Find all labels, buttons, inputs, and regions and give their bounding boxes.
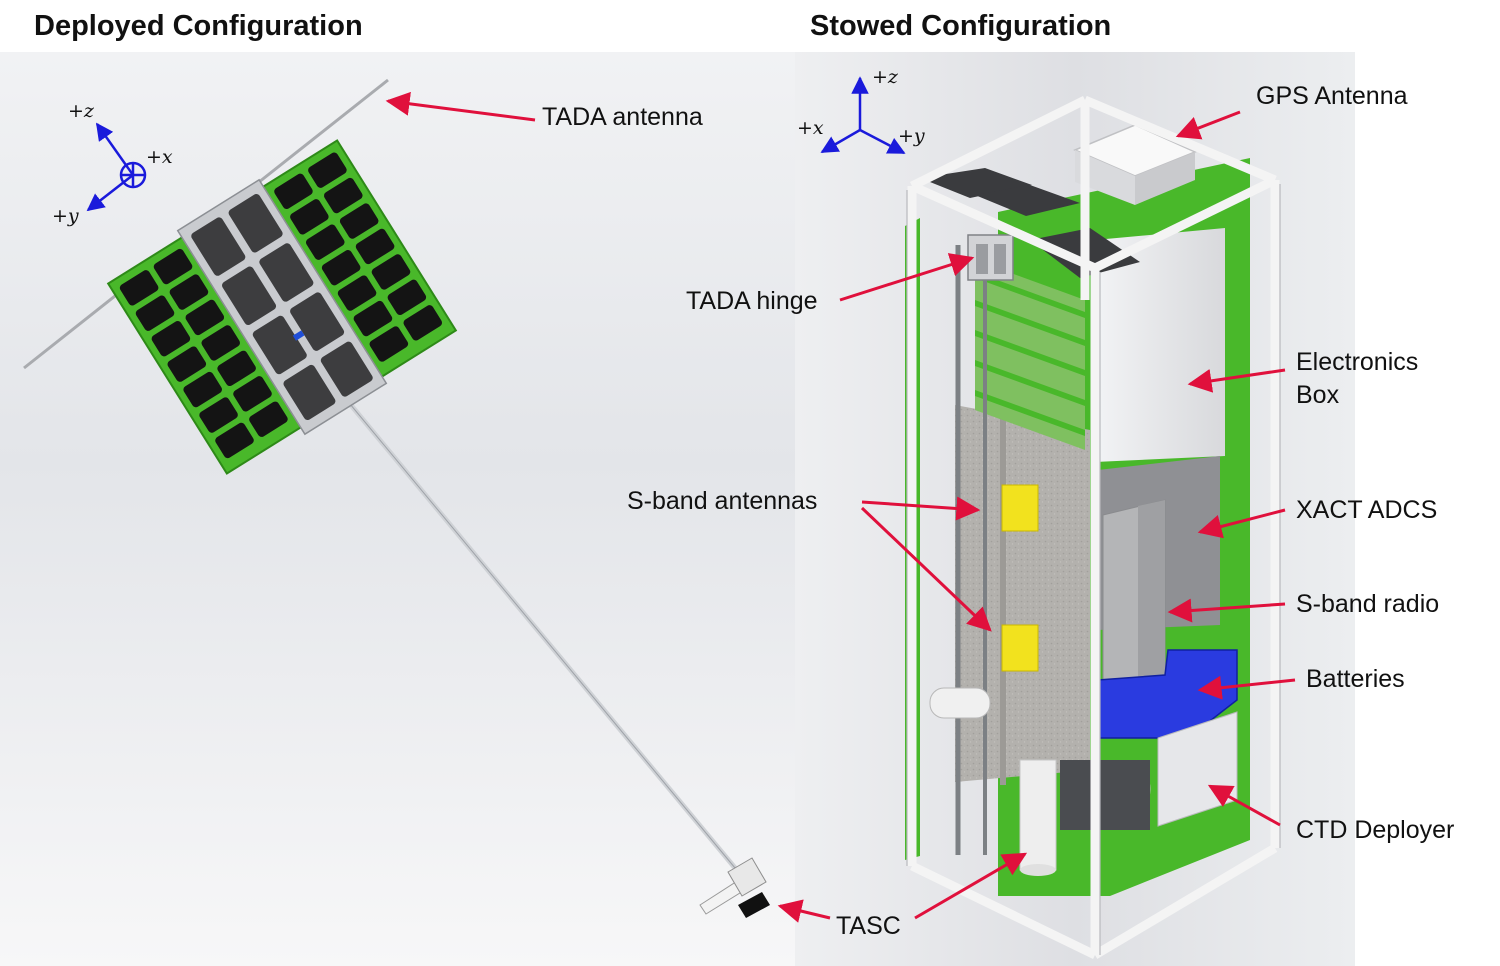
stowed-axis-y: +y [898, 125, 925, 147]
y-axis-arrow [86, 174, 134, 212]
solar-cells-left [119, 248, 288, 459]
label-electronics-box-line1: Electronics [1296, 348, 1418, 376]
tada-hinge [967, 234, 1014, 281]
s-band-antenna-patch-upper [1001, 484, 1039, 532]
deployed-satellite [23, 78, 770, 918]
solar-cells-right [274, 152, 443, 362]
electronics-box [1095, 228, 1225, 462]
deployed-axes: +z +x +y [52, 100, 173, 227]
avionics-card-stack [975, 260, 1085, 450]
label-electronics-box-line2: Box [1296, 381, 1340, 409]
structure-frame [907, 95, 1280, 960]
arrow-batteries [1197, 675, 1296, 700]
stowed-satellite [905, 95, 1281, 960]
arrow-s-band-radio [1167, 598, 1286, 623]
arrow-gps-antenna [1175, 110, 1241, 140]
label-s-band-antennas: S-band antennas [627, 487, 817, 515]
arrow-electronics-box [1187, 368, 1286, 393]
arrow-tada-antenna [385, 91, 536, 122]
label-tasc: TASC [836, 912, 901, 940]
s-band-antenna-patch-lower [1001, 624, 1039, 672]
arrow-s-band-antenna-upper [861, 496, 981, 521]
label-xact-adcs: XACT ADCS [1296, 496, 1437, 524]
tasc-post [1019, 759, 1057, 871]
z-axis-arrow [95, 122, 135, 176]
deployed-background [0, 52, 795, 966]
arrow-s-band-antenna-lower [860, 506, 992, 632]
stowed-axis-x: +x [797, 117, 824, 139]
deployed-axis-x: +x [146, 146, 173, 168]
deployed-axis-z: +z [68, 100, 95, 122]
arrow-tada-hinge [839, 253, 975, 302]
battery-tray [1097, 649, 1238, 739]
label-tada-hinge: TADA hinge [686, 287, 818, 315]
arrow-xact-adcs [1197, 508, 1286, 539]
label-tada-antenna: TADA antenna [542, 103, 703, 131]
label-ctd-deployer: CTD Deployer [1296, 816, 1454, 844]
stowed-heading: Stowed Configuration [810, 10, 1112, 42]
arrow-tasc-stowed [914, 852, 1028, 920]
arrow-ctd-deployer [1207, 784, 1281, 827]
solar-array [106, 139, 458, 475]
label-batteries: Batteries [1306, 665, 1405, 693]
stowed-axes: +z +x +y [797, 66, 925, 155]
x-axis-arrow [820, 128, 861, 154]
tasc-end-mass [699, 857, 770, 918]
label-s-band-radio: S-band radio [1296, 590, 1439, 618]
deployed-axis-y: +y [52, 205, 79, 227]
callout-arrows [385, 91, 1296, 923]
stowed-axis-z: +z [872, 66, 899, 88]
deployed-heading: Deployed Configuration [34, 10, 363, 42]
label-gps-antenna: GPS Antenna [1256, 82, 1408, 110]
arrow-tasc-deployed [777, 899, 831, 923]
stowed-tada-boom-housing [955, 405, 1090, 782]
y-axis-arrow [859, 128, 906, 155]
